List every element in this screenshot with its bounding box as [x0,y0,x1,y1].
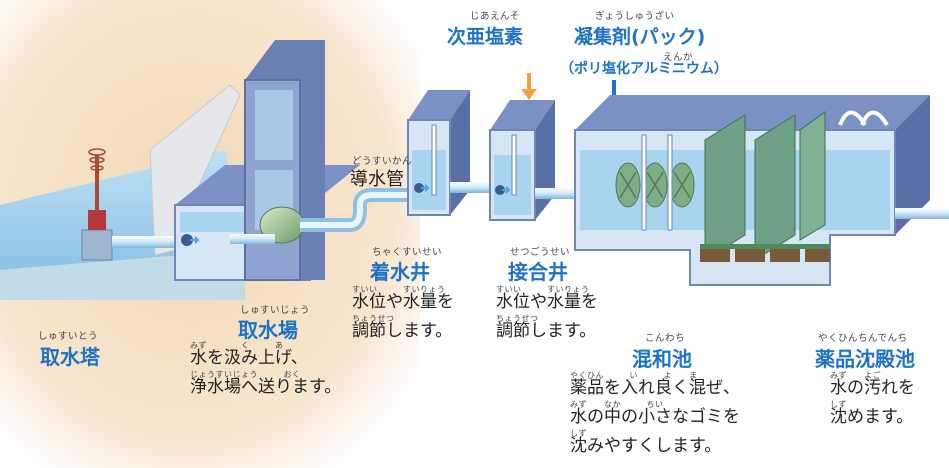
conduit-label: 導水管 [350,169,404,190]
hypochlorite-ruby: じあえんそ [470,11,521,22]
pac-label: （ポリ塩化アルミニウム） [560,61,728,77]
hypochlorite-arrow [521,73,537,100]
conduit-ruby: どうすいかん [352,156,413,167]
receiving-well-desc-1: 水位や水量を [352,292,454,312]
intake-station-ruby: しゅすいじょう [240,305,311,316]
intake-tower-title: 取水塔 [40,345,100,369]
pipe-out [895,208,949,219]
intake-station-desc-2: 浄水場へ送ります。 [190,377,342,397]
junction-well-desc-ruby-2: ちょうせつ [496,314,539,323]
coagulant-label: 凝集剤(パック) [574,26,706,48]
hypochlorite-label: 次亜塩素 [447,26,524,48]
intake-station-title: 取水場 [238,318,298,342]
coagulant-ruby: ぎょうしゅうざい [595,11,675,22]
receiving-well [407,90,470,216]
receiving-well-title: 着水井 [370,260,430,284]
sedimentation-basin-title: 薬品沈殿池 [815,347,915,371]
junction-well-desc-2: 調節します。 [496,321,597,341]
junction-well-desc-ruby-1: すいい すいりょう [496,285,590,294]
junction-well-title: 接合井 [508,260,568,284]
intake-tower-ruby: しゅすいとう [38,331,99,342]
junction-well-desc-1: 水位や水量を [496,292,598,312]
pipe-3 [535,188,580,199]
pac-ruby: えんか [663,52,694,63]
junction-well-ruby: せつごうせい [510,247,571,258]
sedimentation-basin-desc-ruby-1: みず よご [830,371,881,380]
treatment-basin [574,95,930,286]
sedimentation-basin-desc-ruby-2: しず [830,400,847,409]
intake-station-desc-1: 水を汲み上げ、 [190,348,308,368]
junction-well [489,100,555,221]
mixing-basin-desc-ruby-2: みず なか ちい [570,400,664,409]
sedimentation-basin-desc-2: 沈めます。 [830,407,914,427]
mixing-basin-desc-ruby-3: しず [570,429,587,438]
pipe-1 [112,236,182,248]
receiving-well-ruby: ちゃくすいせい [372,247,443,258]
receiving-well-desc-ruby-1: すいい すいりょう [352,285,446,294]
intake-station-desc-ruby-2: じょうすいじょう おく [190,370,301,379]
receiving-well-desc-2: 調節します。 [352,321,453,341]
mixing-basin-ruby: こんわち [645,333,686,344]
mixing-basin-desc-2: 水の中の小さなゴミを [570,407,740,427]
sedimentation-basin-ruby: やくひんちんでんち [818,333,908,344]
sedimentation-basin-desc-1: 水の汚れを [830,378,915,398]
pipe-2 [450,182,495,193]
mixing-basin-desc-3: 沈みやすくします。 [570,436,722,456]
mixing-basin-desc-ruby-1: やくひん い よ ま [570,371,698,380]
mixing-basin-title: 混和池 [632,347,692,371]
intake-station-desc-ruby-1: みず く あ [190,341,284,350]
mixing-basin-desc-1: 薬品を入れ良く混ぜ、 [570,378,740,398]
receiving-well-desc-ruby-2: ちょうせつ [352,314,395,323]
